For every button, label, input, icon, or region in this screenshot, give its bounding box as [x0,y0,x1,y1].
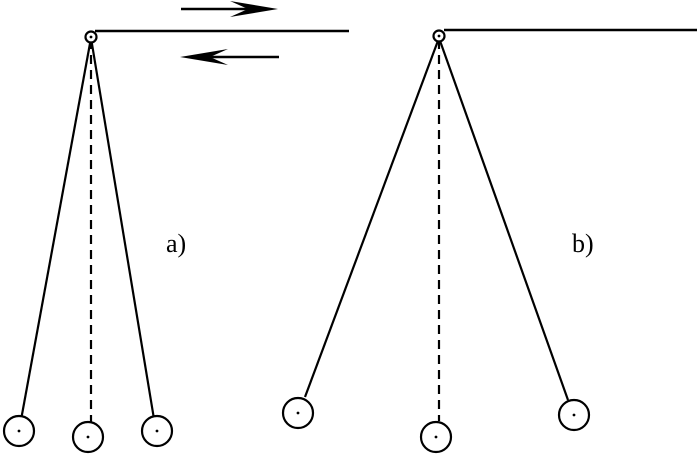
bob-left-center-a [17,429,21,433]
bob-right-center-b [572,413,576,417]
bob-right-center-a [155,429,159,433]
arrow-right-icon [181,1,278,17]
panel-label-a: a) [166,229,186,258]
pendulum-string-right-b [437,37,570,401]
pendulum-string-left-b [303,37,441,398]
bob-left-center-b [296,411,300,415]
pivot-dot-a [89,35,93,39]
arrow-left-icon [180,49,279,65]
pivot-dot-b [437,34,441,38]
panel-a [2,1,349,454]
bob-center-center-a [86,435,90,439]
bob-center-center-b [434,435,438,439]
pendulum-string-left-a [19,37,93,421]
panel-label-b: b) [572,229,594,258]
panel-b [281,28,697,454]
pendulum-string-right-a [89,37,156,420]
